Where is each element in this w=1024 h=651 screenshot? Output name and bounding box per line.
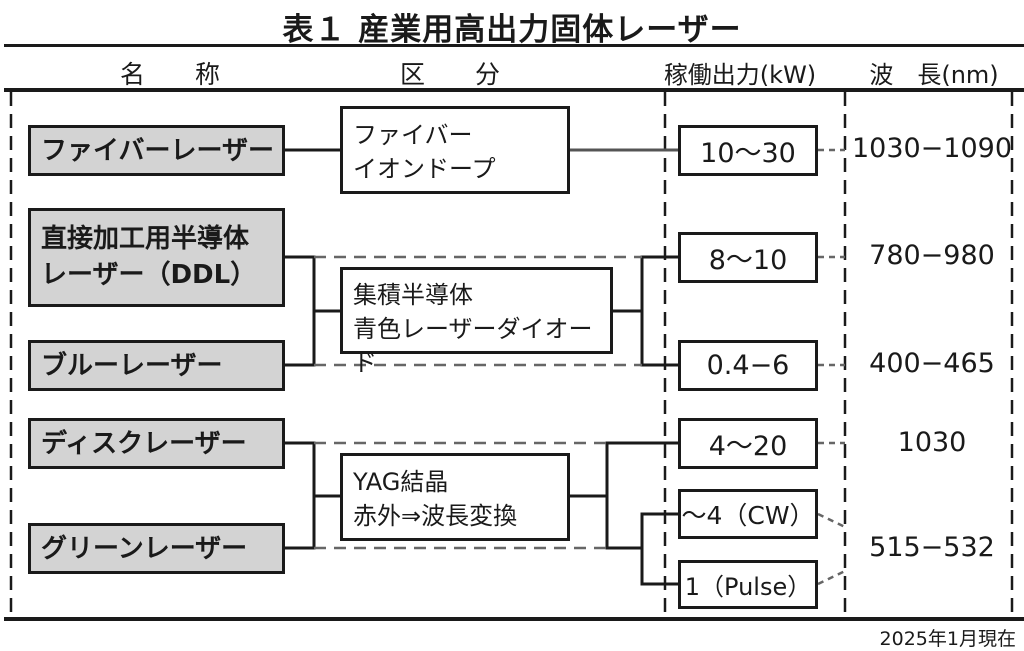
output-ddl: 8〜10: [678, 232, 818, 283]
output-value: 1（Pulse）: [684, 573, 812, 601]
connector: [284, 441, 316, 550]
output-value: 4〜20: [708, 431, 788, 462]
laser-name-fiber: ファイバーレーザー: [28, 125, 285, 176]
wavelength-blue: 400−465: [869, 348, 995, 379]
connector: [640, 255, 678, 367]
category-label: 青色レーザーダイオード: [353, 315, 593, 377]
category-label: YAG結晶: [353, 468, 449, 496]
laser-name-label: ファイバーレーザー: [41, 135, 274, 166]
laser-name-label: 直接加工用半導体: [41, 224, 250, 254]
output-fiber: 10〜30: [678, 125, 818, 176]
connector: [284, 255, 316, 367]
wavelength-disk: 1030: [897, 427, 967, 458]
laser-name-ddl: 直接加工用半導体 レーザー（DDL）: [28, 208, 285, 307]
category-label: 集積半導体: [353, 281, 473, 309]
laser-name-disk: ディスクレーザー: [28, 418, 285, 469]
category-label: ファイバー: [353, 121, 473, 149]
category-yag: YAG結晶 赤外⇒波長変換: [340, 453, 570, 541]
output-value: 8〜10: [708, 245, 788, 276]
laser-name-label: レーザー（DDL）: [41, 260, 257, 290]
output-disk: 4〜20: [678, 418, 818, 469]
connector: [640, 512, 678, 586]
output-value: 0.4−6: [706, 350, 790, 381]
guide-line: [817, 512, 846, 529]
laser-name-label: ディスクレーザー: [41, 428, 247, 459]
laser-name-label: ブルーレーザー: [41, 350, 223, 381]
table-bottom-rule: [4, 617, 1024, 621]
header-output: 稼働出力(kW): [663, 61, 817, 89]
header-wavelength: 波 長(nm): [869, 61, 999, 89]
connector: [605, 441, 678, 550]
header-bottom-rule: [4, 88, 1024, 92]
wavelength-fiber: 1030−1090: [851, 133, 1013, 164]
category-semiconductor: 集積半導体 青色レーザーダイオード: [340, 267, 613, 377]
laser-name-green: グリーンレーザー: [28, 523, 285, 574]
category-fiber: ファイバー イオンドープ: [340, 106, 570, 194]
laser-name-label: グリーンレーザー: [41, 533, 248, 564]
output-green-pulse: 1（Pulse）: [678, 560, 818, 609]
output-value: 〜4（CW）: [681, 501, 815, 530]
output-blue: 0.4−6: [678, 340, 818, 391]
output-value: 10〜30: [700, 138, 796, 169]
output-green-cw: 〜4（CW）: [678, 489, 818, 539]
wavelength-ddl: 780−980: [869, 240, 995, 271]
header-category: 区 分: [399, 60, 500, 89]
header-name: 名 称: [119, 60, 220, 89]
header-top-rule: [4, 44, 1024, 47]
table-title: 表１ 産業用高出力固体レーザー: [282, 12, 742, 48]
date-note: 2025年1月現在: [879, 628, 1016, 650]
category-label: イオンドープ: [353, 155, 496, 183]
guide-line: [817, 569, 846, 586]
category-label: 赤外⇒波長変換: [353, 502, 518, 530]
wavelength-green: 515−532: [869, 532, 995, 563]
laser-name-blue: ブルーレーザー: [28, 340, 285, 391]
